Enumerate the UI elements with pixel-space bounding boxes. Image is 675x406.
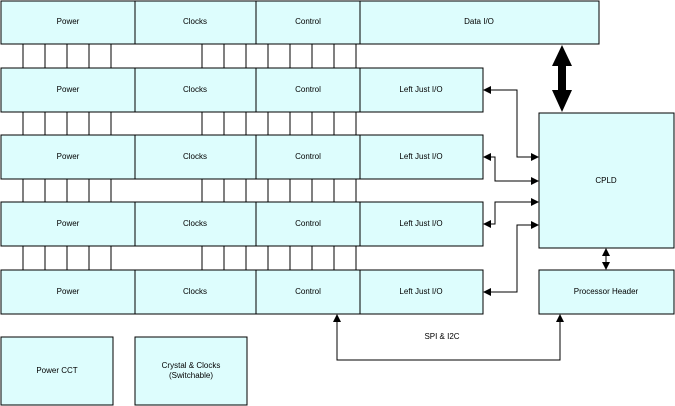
control-block-0 (255, 0, 361, 45)
io-block-1 (359, 67, 484, 113)
io-wire-3 (483, 198, 539, 228)
cpld-header-arrow (602, 248, 610, 270)
io-label-3: Left Just I/O (399, 219, 442, 228)
power-label-1: Power (57, 85, 80, 94)
data-bus-arrow (552, 45, 572, 112)
stack-connectors-3 (22, 245, 357, 271)
clocks-label-2: Clocks (183, 152, 207, 161)
power-cct-block (0, 336, 114, 406)
power-label-0: Power (57, 17, 80, 26)
control-label-2: Control (295, 152, 321, 161)
power-block-4 (0, 269, 136, 315)
control-label-3: Control (295, 219, 321, 228)
io-label-4: Left Just I/O (399, 287, 442, 296)
io-label-2: Left Just I/O (399, 152, 442, 161)
control-label-1: Control (295, 85, 321, 94)
clocks-label-0: Clocks (183, 17, 207, 26)
clocks-block-2 (134, 134, 257, 180)
clocks-block-4 (134, 269, 257, 315)
crystal-clocks-block (134, 336, 248, 406)
clocks-label-1: Clocks (183, 85, 207, 94)
crystal-clocks-label-line1: Crystal & Clocks (162, 361, 221, 370)
clocks-label-4: Clocks (183, 287, 207, 296)
board-row-0: Power Clocks Control Data I/O (0, 0, 600, 45)
crystal-clocks-label-line2: (Switchable) (169, 371, 213, 380)
board-row-3: Power Clocks Control Left Just I/O (0, 201, 484, 247)
control-label-4: Control (295, 287, 321, 296)
io-block-4 (359, 269, 484, 315)
power-label-3: Power (57, 219, 80, 228)
io-wire-1 (483, 86, 539, 161)
board-row-4: Power Clocks Control Left Just I/O (0, 269, 484, 315)
io-wire-4 (483, 221, 539, 296)
clocks-block-3 (134, 201, 257, 247)
control-block-4 (255, 269, 361, 315)
stack-connectors-1 (22, 111, 357, 136)
io-wire-2 (483, 153, 539, 185)
cpld-block (538, 112, 675, 249)
io-label-1: Left Just I/O (399, 85, 442, 94)
power-label-4: Power (57, 287, 80, 296)
power-cct-label: Power CCT (36, 366, 77, 375)
spi-i2c-bus (333, 314, 564, 361)
data-io-block (359, 0, 600, 45)
board-row-2: Power Clocks Control Left Just I/O (0, 134, 484, 180)
power-label-2: Power (57, 152, 80, 161)
processor-header-block (538, 269, 675, 315)
io-block-3 (359, 201, 484, 247)
control-label-0: Control (295, 17, 321, 26)
data-io-label: Data I/O (464, 17, 494, 26)
board-row-1: Power Clocks Control Left Just I/O (0, 67, 484, 113)
processor-header-label: Processor Header (574, 287, 639, 296)
clocks-label-3: Clocks (183, 219, 207, 228)
io-block-2 (359, 134, 484, 180)
stack-connectors-0 (22, 43, 357, 69)
power-block-0 (0, 0, 136, 45)
spi-i2c-label: SPI & I2C (424, 332, 459, 341)
cpld-label: CPLD (595, 176, 617, 185)
clocks-block-1 (134, 67, 257, 113)
clocks-block-0 (134, 0, 257, 45)
stack-connectors-2 (22, 178, 357, 203)
